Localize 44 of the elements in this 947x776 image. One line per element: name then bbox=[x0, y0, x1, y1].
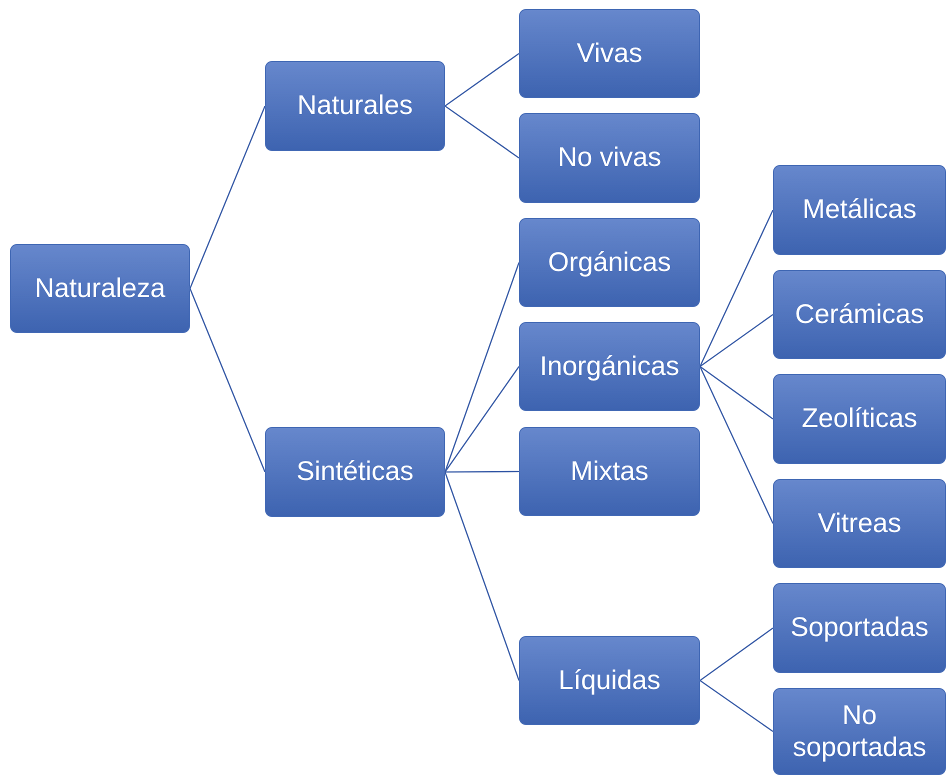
category-box bbox=[773, 583, 946, 673]
node-label: Inorgánicas bbox=[540, 350, 680, 382]
connector-line bbox=[700, 627, 774, 682]
connector-line bbox=[444, 366, 520, 472]
node-label: Naturales bbox=[297, 90, 413, 122]
category-box bbox=[519, 113, 700, 203]
node-label: Vitreas bbox=[818, 508, 902, 540]
node-label: No soportadas bbox=[792, 700, 928, 763]
node-label: Mixtas bbox=[570, 456, 648, 488]
connector-line bbox=[444, 52, 520, 107]
connector-line bbox=[444, 472, 520, 681]
connector-line bbox=[700, 680, 774, 732]
connector-line bbox=[444, 105, 520, 159]
connector-line bbox=[189, 288, 266, 472]
node-label: Líquidas bbox=[558, 664, 661, 696]
node-label: Naturaleza bbox=[34, 272, 166, 304]
connector-line bbox=[700, 366, 774, 420]
connector-line bbox=[445, 470, 519, 473]
category-box bbox=[519, 9, 700, 98]
node-label: Vivas bbox=[576, 38, 642, 70]
connector-line bbox=[189, 106, 266, 289]
category-box bbox=[519, 218, 700, 307]
node-label: No vivas bbox=[558, 142, 662, 174]
category-box bbox=[773, 165, 946, 255]
node-label: Soportadas bbox=[790, 612, 929, 644]
connector-line bbox=[700, 314, 774, 368]
category-box bbox=[773, 688, 946, 775]
node-label: Orgánicas bbox=[548, 246, 672, 278]
connector-line bbox=[699, 210, 774, 367]
node-label: Cerámicas bbox=[794, 298, 924, 330]
connector-line bbox=[699, 366, 774, 524]
category-box bbox=[519, 636, 700, 725]
category-box bbox=[10, 244, 190, 333]
node-label: Zeolíticas bbox=[802, 403, 918, 435]
node-label: Metálicas bbox=[802, 194, 917, 226]
category-box bbox=[519, 322, 700, 411]
connector-line bbox=[444, 262, 520, 472]
category-box bbox=[265, 427, 445, 517]
node-label: Sintéticas bbox=[296, 456, 414, 488]
category-box bbox=[773, 270, 946, 359]
category-box bbox=[265, 61, 445, 151]
category-box bbox=[519, 427, 700, 516]
category-box bbox=[773, 374, 946, 464]
category-box bbox=[773, 479, 946, 568]
